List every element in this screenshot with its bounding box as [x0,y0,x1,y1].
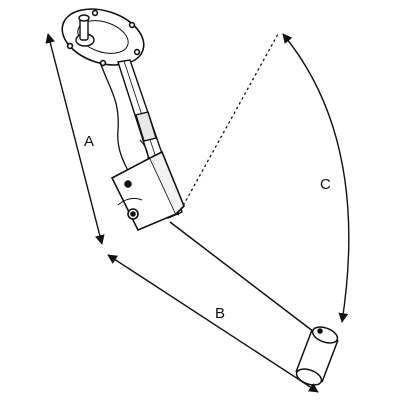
dimension-label-a: A [84,133,94,150]
raised-arm-position [177,33,279,216]
float [295,326,339,386]
dimension-label-b: B [215,305,225,322]
mounting-flange [61,8,145,67]
dimension-line-a [45,33,105,245]
dimension-arc-c [282,33,350,323]
dimension-label-c: C [320,176,331,193]
sender-housing [110,150,185,232]
sender-wire [99,61,133,179]
float-arm [169,221,319,336]
dimension-line-b [107,254,319,393]
